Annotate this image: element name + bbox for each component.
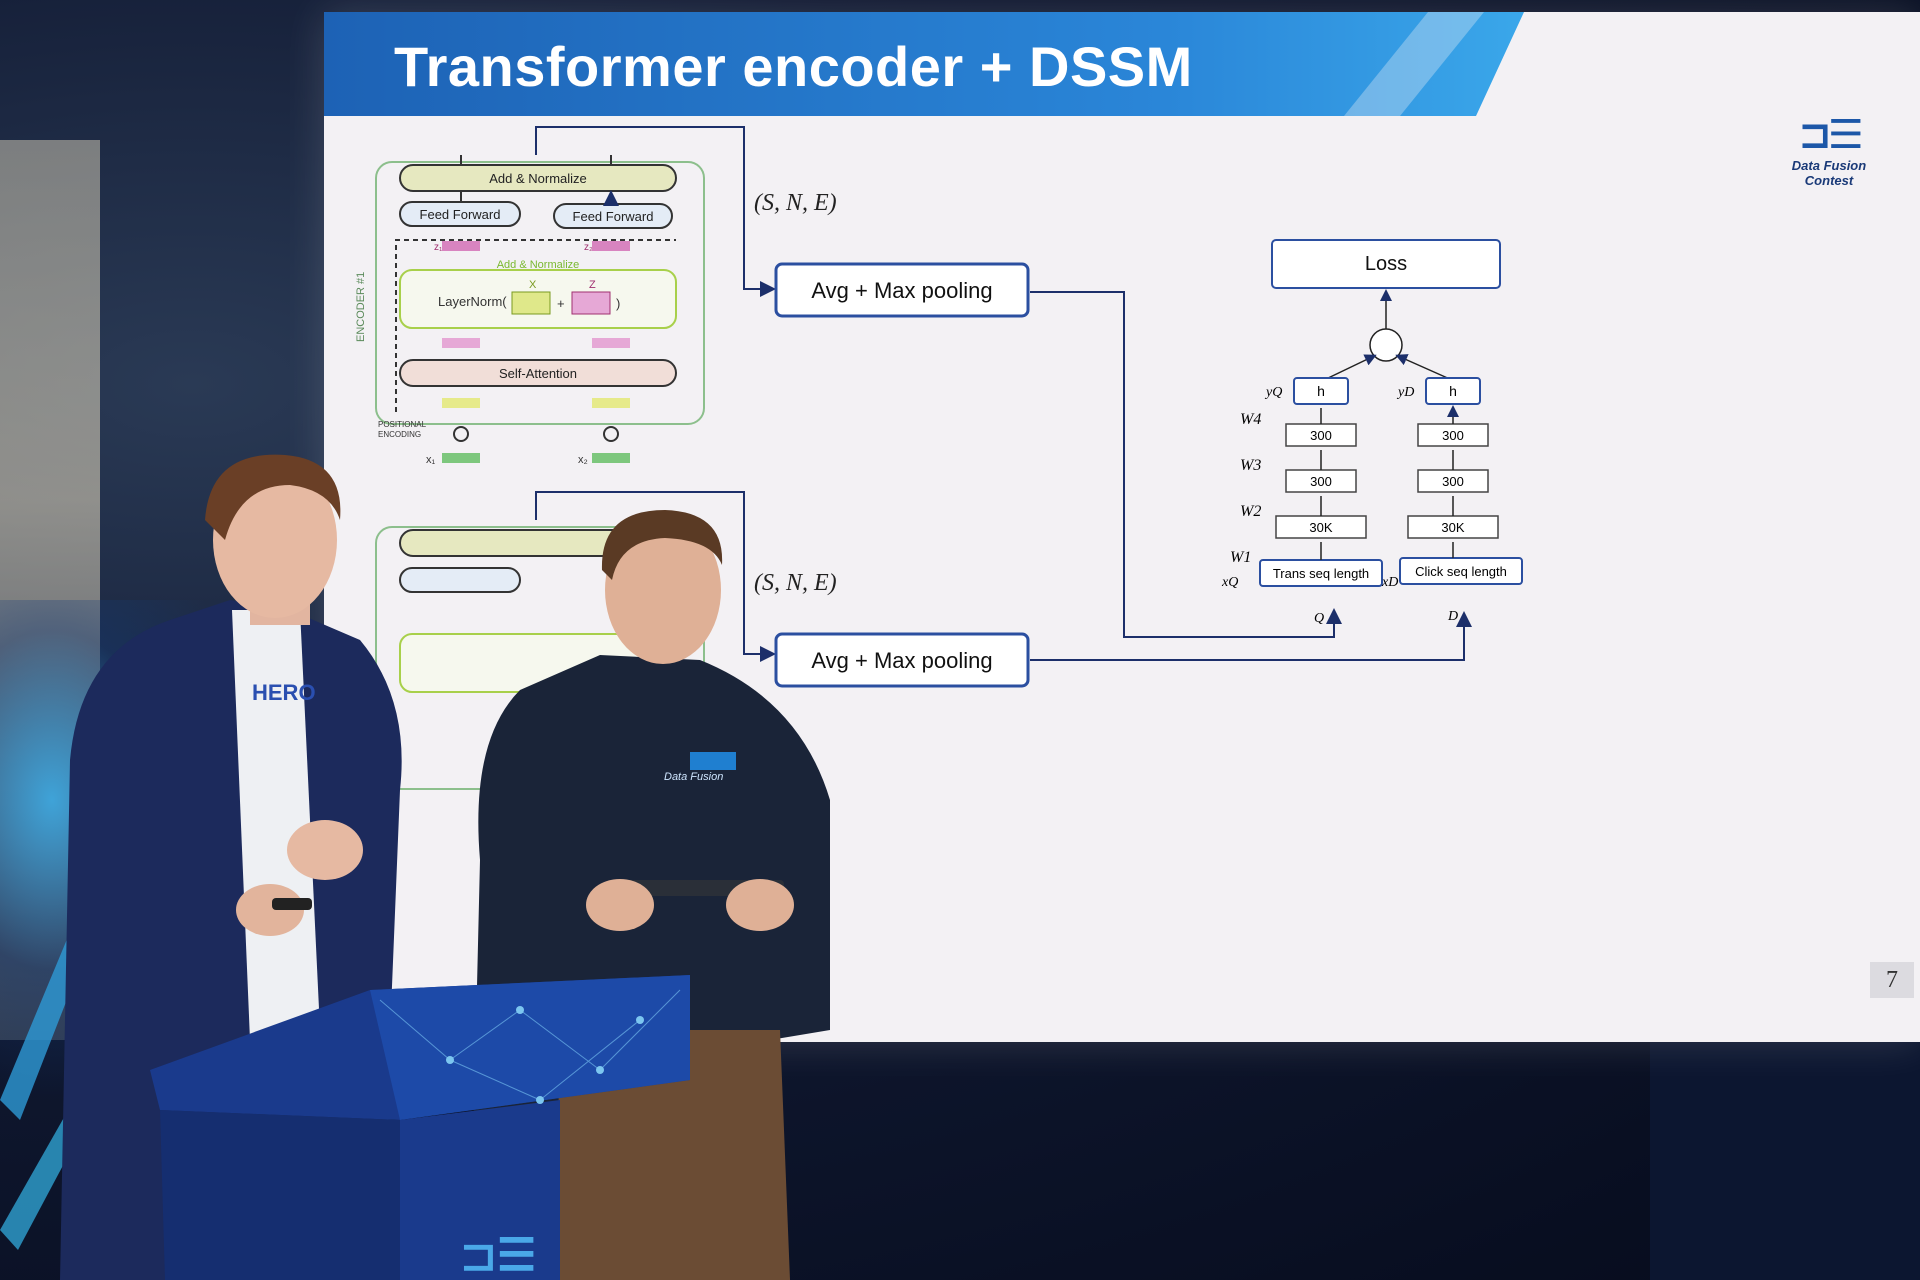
slide-diagram: ENCODER #1 Add & Normalize Feed Forward … — [355, 126, 1523, 790]
z2-label: z₂ — [584, 242, 593, 253]
yd-label: yD — [1396, 385, 1414, 400]
z2-attn-vector — [592, 338, 630, 348]
z-matrix — [571, 291, 611, 315]
trans-seq-label: Trans seq length — [1273, 566, 1369, 581]
pos-enc-plus-left — [453, 426, 469, 442]
layernorm-label: LayerNorm( — [438, 294, 507, 309]
x-label: X — [529, 279, 537, 291]
click-seq-box — [1399, 557, 1523, 585]
x1-label: x₁ — [426, 454, 436, 466]
feed-forward-left-label: Feed Forward — [420, 207, 501, 222]
x1-embed — [442, 453, 480, 463]
encoder-top: ENCODER #1 Add & Normalize Feed Forward … — [355, 155, 705, 466]
connector-top — [535, 126, 776, 297]
svg-text:Q: Q — [1314, 611, 1324, 626]
svg-text:W4: W4 — [1240, 411, 1261, 428]
encoder-side-label: ENCODER #1 — [355, 272, 367, 342]
svg-text:300: 300 — [1310, 474, 1332, 489]
svg-text:h: h — [1449, 383, 1457, 399]
sne-top: (S, N, E) — [754, 190, 837, 216]
svg-text:300: 300 — [1310, 428, 1332, 443]
svg-text:): ) — [616, 296, 620, 311]
svg-text:D: D — [1447, 609, 1458, 624]
logo-line-2: Contest — [1804, 173, 1854, 188]
slide-title: Transformer encoder + DSSM — [394, 35, 1193, 98]
svg-text:h: h — [1317, 383, 1325, 399]
x-matrix — [511, 291, 551, 315]
encoder-outline — [375, 161, 705, 425]
df-logo-icon: ⊐☰ — [1798, 112, 1863, 158]
logo-line-1: Data Fusion — [1791, 158, 1867, 173]
z1-attn-vector — [442, 338, 480, 348]
svg-text:ENCODER #1: ENCODER #1 — [355, 662, 367, 732]
x2-label: x₂ — [578, 454, 588, 466]
self-attention-label: Self-Attention — [499, 366, 577, 381]
x2-embed — [592, 453, 630, 463]
pos-enc-label-1: POSITIONAL — [378, 420, 427, 429]
svg-text:300: 300 — [1442, 474, 1464, 489]
loss-box — [1271, 239, 1501, 289]
svg-text:30K: 30K — [1441, 520, 1464, 535]
svg-text:+: + — [557, 296, 565, 311]
click-seq-label: Click seq length — [1415, 564, 1507, 579]
z1-vector — [442, 241, 480, 251]
pooling-top-box — [774, 262, 1030, 318]
svg-text:W1: W1 — [1230, 549, 1251, 566]
z2-vector — [592, 241, 630, 251]
pool-to-d — [1030, 611, 1472, 661]
data-fusion-logo: ⊐☰ Data Fusion Contest — [1754, 112, 1904, 188]
self-attention-box — [399, 359, 677, 387]
feed-forward-right-label: Feed Forward — [573, 209, 654, 224]
svg-text:300: 300 — [1442, 428, 1464, 443]
pool-to-q — [1030, 291, 1342, 638]
loss-label: Loss — [1365, 253, 1407, 275]
similarity-node — [1369, 328, 1403, 362]
pooling-top-label: Avg + Max pooling — [811, 278, 992, 303]
x1-input-vector — [442, 398, 480, 408]
svg-text:W3: W3 — [1240, 457, 1261, 474]
pos-enc-plus-right — [603, 426, 619, 442]
connector-bottom — [535, 491, 776, 662]
sne-bottom: (S, N, E) — [754, 570, 837, 596]
projected-slide: Transformer encoder + DSSM ⊐☰ Data Fusio… — [324, 12, 1920, 1042]
slide-header-bar: Transformer encoder + DSSM — [324, 12, 1524, 116]
svg-text:30K: 30K — [1309, 520, 1332, 535]
pos-enc-label-2: ENCODING — [378, 430, 421, 439]
svg-text:W2: W2 — [1240, 503, 1261, 520]
add-normalize-top-label: Add & Normalize — [489, 171, 587, 186]
page-number: 7 — [1870, 962, 1914, 998]
add-normalize-mid-label: Add & Normalize — [497, 259, 580, 271]
yq-label: yQ — [1264, 385, 1282, 400]
z1-label: z₁ — [434, 242, 443, 253]
dssm-diagram: Loss h h yQ yD 300 300 W4 300 300 — [1221, 239, 1523, 626]
x2-input-vector — [592, 398, 630, 408]
pooling-bottom-label: Avg + Max pooling — [811, 648, 992, 673]
z-label: Z — [589, 279, 596, 291]
encoder-bottom: ENCODER #1 — [355, 526, 705, 790]
svg-text:xD: xD — [1381, 575, 1398, 590]
svg-text:xQ: xQ — [1221, 575, 1238, 590]
